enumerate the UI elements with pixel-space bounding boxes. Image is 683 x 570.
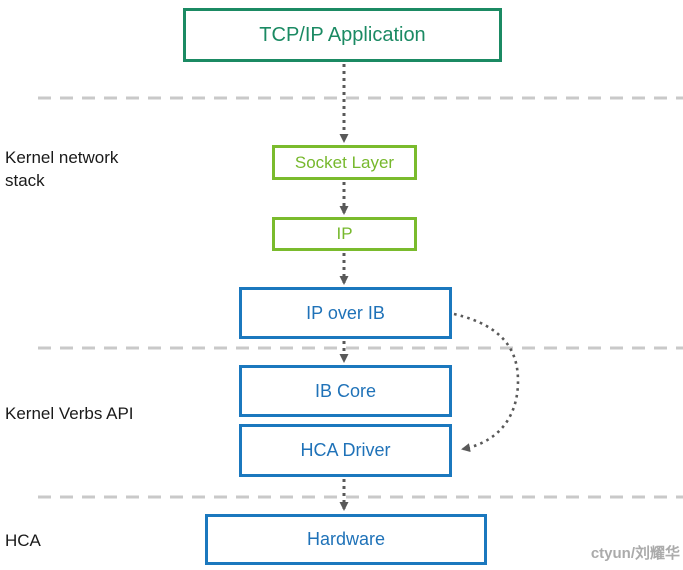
arrow-ip-over-ib-bypass-to-hca-driver [453, 312, 520, 453]
socket-layer-label: Socket Layer [294, 152, 395, 172]
ib-core-label: IB Core [314, 380, 377, 401]
hca-driver-label: HCA Driver [300, 440, 391, 460]
hca-driver-box: HCA Driver [239, 424, 452, 477]
section-label-hca: HCA [5, 531, 41, 550]
tcpip-application-box: TCP/IP Application [183, 8, 502, 62]
hardware-box: Hardware [205, 514, 487, 565]
section-label-kernel-verbs-api: Kernel Verbs API [5, 404, 134, 423]
ip-over-ib-label: IP over IB [306, 302, 385, 323]
hardware-label: Hardware [306, 529, 386, 549]
section-label-kernel-network-stack: Kernel network stack [5, 148, 119, 190]
ip-box: IP [272, 217, 417, 251]
tcpip-application-label: TCP/IP Application [259, 23, 426, 46]
ip-over-ib-box: IP over IB [239, 287, 452, 339]
ib-core-box: IB Core [239, 365, 452, 417]
watermark-text: ctyun/刘耀华 [590, 545, 680, 562]
socket-layer-box: Socket Layer [272, 145, 417, 180]
ip-label: IP [336, 224, 353, 243]
